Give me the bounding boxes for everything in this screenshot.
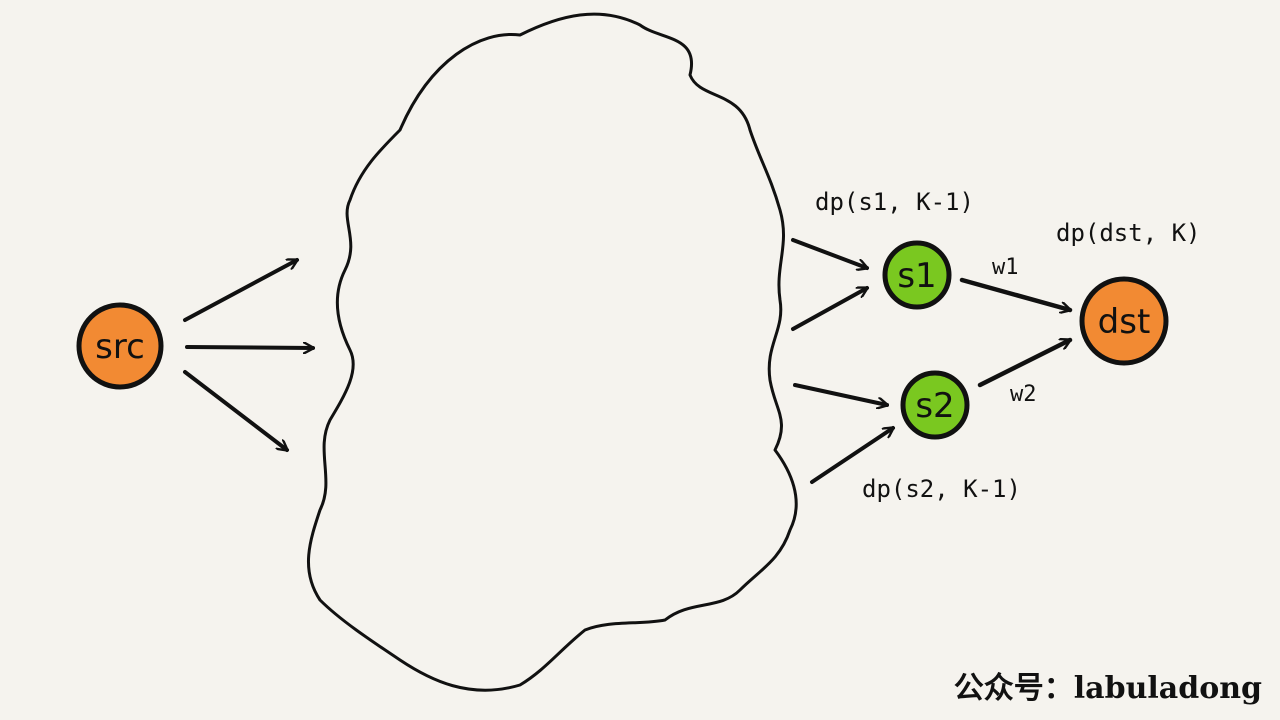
node-dst-label: dst	[1098, 302, 1151, 342]
node-src-circle	[76, 302, 164, 390]
node-dst: dst	[1079, 276, 1169, 366]
unknown-region-blob	[306, 12, 798, 692]
node-s1-circle	[882, 240, 952, 310]
node-s1: s1	[882, 240, 952, 310]
node-s2-circle	[900, 370, 970, 440]
arrow-s1-to-dst	[959, 277, 1073, 310]
node-src-label: src	[95, 327, 145, 367]
arrow-into-s1-lower	[791, 286, 867, 331]
annotation-s1-state: dp(s1, K-1)	[815, 188, 974, 216]
annotation-s2-state: dp(s2, K-1)	[862, 475, 1021, 503]
arrow-src-up	[183, 258, 297, 322]
arrow-into-s1-upper	[791, 238, 867, 268]
arrow-into-s2-lower	[810, 426, 893, 484]
arrow-into-s2-upper	[793, 383, 887, 405]
annotation-dst-state: dp(dst, K)	[1056, 219, 1201, 247]
node-s2: s2	[900, 370, 970, 440]
arrow-src-mid	[185, 347, 313, 348]
node-src: src	[76, 302, 164, 390]
watermark-text: 公众号：labuladong	[954, 671, 1262, 706]
node-s2-label: s2	[915, 386, 954, 426]
node-dst-circle	[1079, 276, 1169, 366]
node-s1-label: s1	[897, 256, 936, 296]
edge-label-w2: w2	[1010, 382, 1037, 407]
arrow-s2-to-dst	[977, 337, 1073, 388]
edge-label-w1: w1	[992, 255, 1019, 280]
arrow-src-down	[183, 370, 289, 452]
